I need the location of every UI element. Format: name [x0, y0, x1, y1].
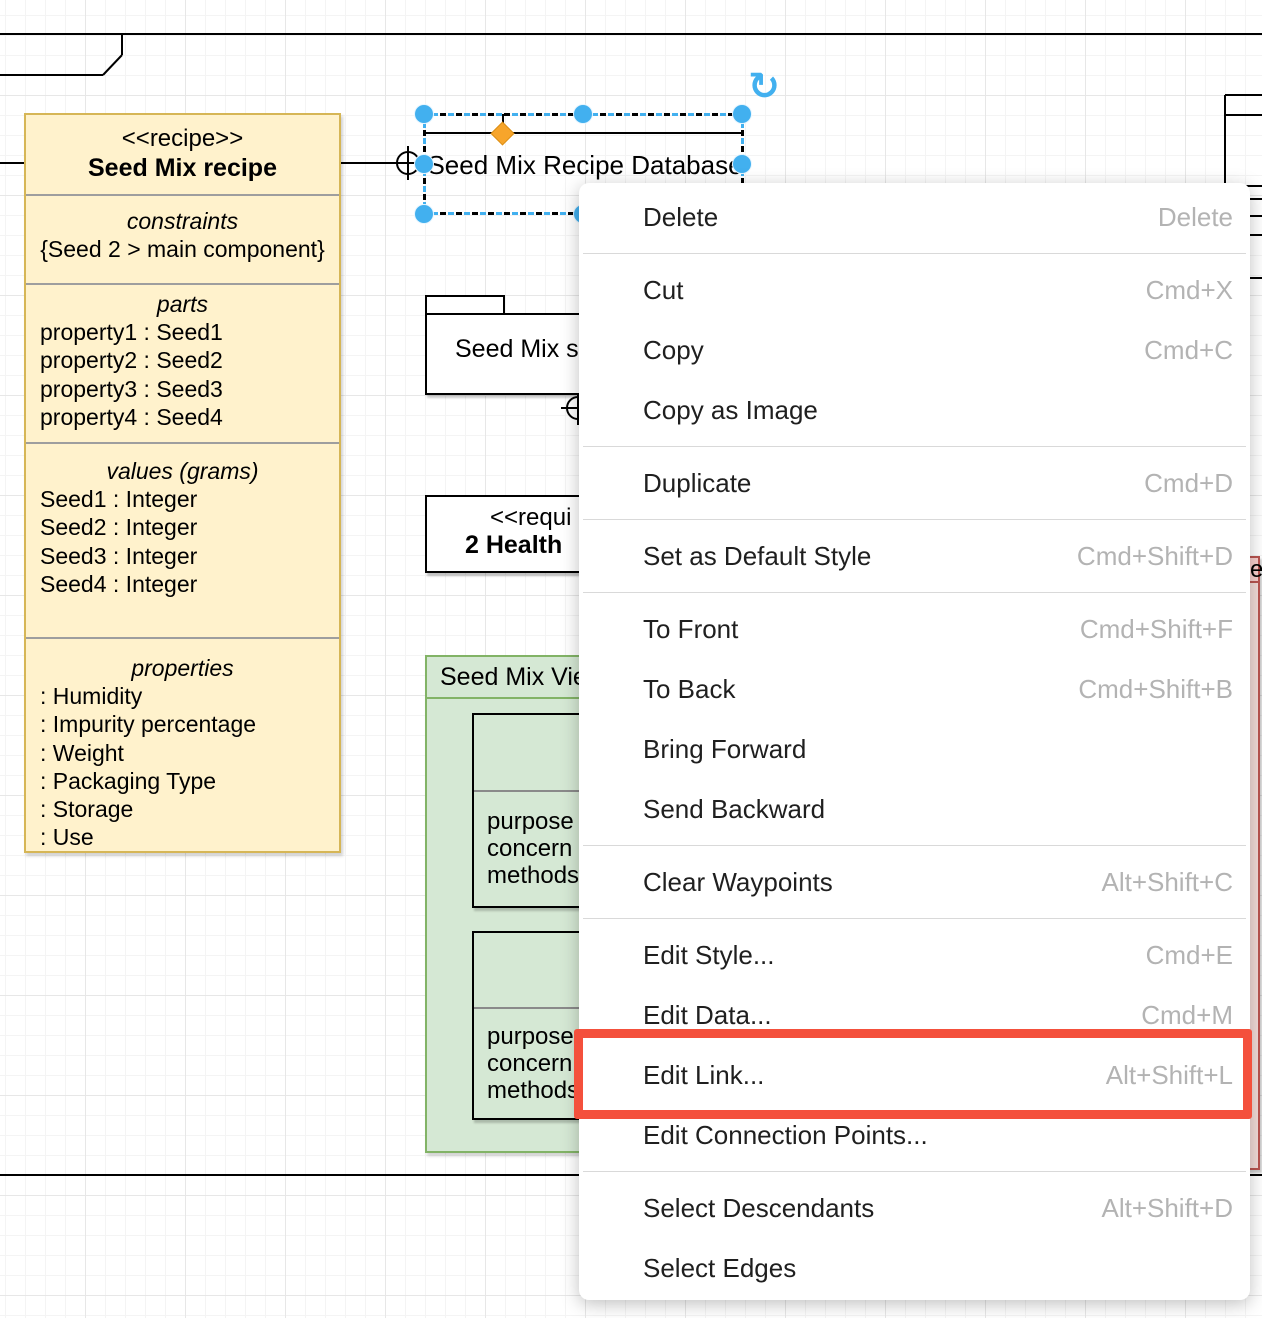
selected-edge-label[interactable]: Seed Mix Recipe Database	[427, 150, 743, 180]
selection-handle-middle-right[interactable]	[732, 154, 752, 174]
menu-item-edit-style[interactable]: Edit Style... Cmd+E	[643, 939, 1233, 970]
pink-shape-label: e	[1250, 556, 1262, 583]
menu-separator	[583, 253, 1246, 254]
menu-item-to-front[interactable]: To Front Cmd+Shift+F	[643, 613, 1233, 644]
menu-separator	[583, 918, 1246, 919]
folder-label: Seed Mix s	[455, 335, 579, 363]
selection-handle-bottom-left[interactable]	[414, 204, 434, 224]
properties-row: : Weight	[40, 739, 124, 766]
menu-item-bring-forward[interactable]: Bring Forward	[643, 733, 807, 764]
parts-row: property4 : Seed4	[40, 403, 223, 430]
menu-separator	[583, 592, 1246, 593]
values-title: values (grams)	[106, 458, 259, 484]
viewpoint-row: methods	[487, 1077, 580, 1104]
recipe-parts-section: parts property1 : Seed1 property2 : Seed…	[26, 283, 339, 442]
recipe-class-header: <<recipe>> Seed Mix recipe	[26, 115, 339, 194]
menu-item-send-backward[interactable]: Send Backward	[643, 793, 826, 824]
properties-row: : Humidity	[40, 683, 143, 709]
view-container-title: Seed Mix Vie	[427, 657, 698, 699]
parts-row: property3 : Seed3	[40, 375, 223, 402]
shortcut-label: Cmd+M	[1141, 999, 1233, 1030]
properties-title: properties	[131, 655, 234, 681]
shortcut-label: Delete	[1157, 201, 1233, 232]
recipe-title: Seed Mix recipe	[88, 154, 277, 182]
menu-item-delete[interactable]: Delete Delete	[643, 201, 1233, 232]
recipe-class-shape[interactable]: <<recipe>> Seed Mix recipe constraints {…	[24, 113, 341, 853]
viewpoint-row: purpose	[487, 1023, 574, 1050]
parts-title: parts	[156, 291, 209, 317]
shortcut-label: Cmd+Shift+B	[1078, 673, 1233, 704]
values-row: Seed3 : Integer	[40, 542, 198, 569]
menu-item-select-descendants[interactable]: Select Descendants Alt+Shift+D	[643, 1192, 1233, 1223]
shortcut-label: Alt+Shift+C	[1101, 866, 1233, 897]
recipe-constraints-section: constraints {Seed 2 > main component}	[26, 194, 339, 283]
folder-shape-tab[interactable]	[425, 295, 505, 315]
selection-handle-top-left[interactable]	[414, 104, 434, 124]
shortcut-label: Cmd+D	[1144, 467, 1233, 498]
shortcut-label: Cmd+C	[1144, 334, 1233, 365]
menu-item-select-edges[interactable]: Select Edges	[643, 1252, 797, 1283]
rotate-icon[interactable]: ↻	[748, 66, 780, 108]
menu-item-copy-as-image[interactable]: Copy as Image	[643, 394, 818, 425]
menu-item-copy[interactable]: Copy Cmd+C	[643, 334, 1233, 365]
properties-row: : Storage	[40, 796, 134, 823]
viewpoint-row: methods	[487, 862, 580, 889]
menu-item-cut[interactable]: Cut Cmd+X	[643, 274, 1233, 305]
values-row: Seed1 : Integer	[40, 486, 198, 512]
properties-row: : Use	[40, 824, 94, 851]
shortcut-label: Cmd+Shift+F	[1079, 613, 1233, 644]
shortcut-label: Cmd+X	[1145, 274, 1233, 305]
shortcut-label: Alt+Shift+L	[1105, 1059, 1233, 1090]
viewpoint-row: concern	[487, 835, 573, 862]
properties-row: : Impurity percentage	[40, 711, 257, 738]
requirement-stereotype: <<requi	[490, 504, 572, 531]
recipe-values-section: values (grams) Seed1 : Integer Seed2 : I…	[26, 442, 339, 637]
menu-separator	[583, 845, 1246, 846]
menu-item-edit-data[interactable]: Edit Data... Cmd+M	[643, 999, 1233, 1030]
parts-row: property2 : Seed2	[40, 347, 223, 374]
constraints-title: constraints	[126, 208, 239, 234]
selection-handle-top-right[interactable]	[732, 104, 752, 124]
shortcut-label: Alt+Shift+D	[1101, 1192, 1233, 1223]
shortcut-label: Cmd+E	[1145, 939, 1233, 970]
values-row: Seed4 : Integer	[40, 570, 198, 597]
recipe-stereotype: <<recipe>>	[121, 125, 244, 152]
shortcut-label: Cmd+Shift+D	[1076, 540, 1233, 571]
menu-item-to-back[interactable]: To Back Cmd+Shift+B	[643, 673, 1233, 704]
menu-item-clear-waypoints[interactable]: Clear Waypoints Alt+Shift+C	[643, 866, 1233, 897]
requirement-title: 2 Health	[465, 531, 563, 559]
viewpoint-row: purpose	[487, 808, 574, 835]
viewpoint-row: concern	[487, 1050, 573, 1077]
menu-separator	[583, 446, 1246, 447]
edge-waypoint-handle[interactable]	[490, 121, 515, 146]
selection-handle-top-middle[interactable]	[573, 104, 593, 124]
menu-item-set-as-default-style[interactable]: Set as Default Style Cmd+Shift+D	[643, 540, 1233, 571]
properties-row: : Packaging Type	[40, 767, 217, 794]
values-row: Seed2 : Integer	[40, 514, 198, 541]
constraints-value: {Seed 2 > main component}	[40, 236, 325, 262]
recipe-properties-section: properties : Humidity : Impurity percent…	[26, 637, 339, 855]
menu-item-duplicate[interactable]: Duplicate Cmd+D	[643, 467, 1233, 498]
parts-row: property1 : Seed1	[40, 319, 223, 345]
context-menu: Delete Delete Cut Cmd+X Copy Cmd+C Copy …	[579, 183, 1250, 1300]
menu-item-edit-connection-points[interactable]: Edit Connection Points...	[643, 1119, 928, 1150]
selection-handle-middle-left[interactable]	[414, 154, 434, 174]
menu-item-edit-link[interactable]: Edit Link... Alt+Shift+L	[643, 1059, 1233, 1090]
menu-separator	[583, 1171, 1246, 1172]
menu-separator	[583, 519, 1246, 520]
